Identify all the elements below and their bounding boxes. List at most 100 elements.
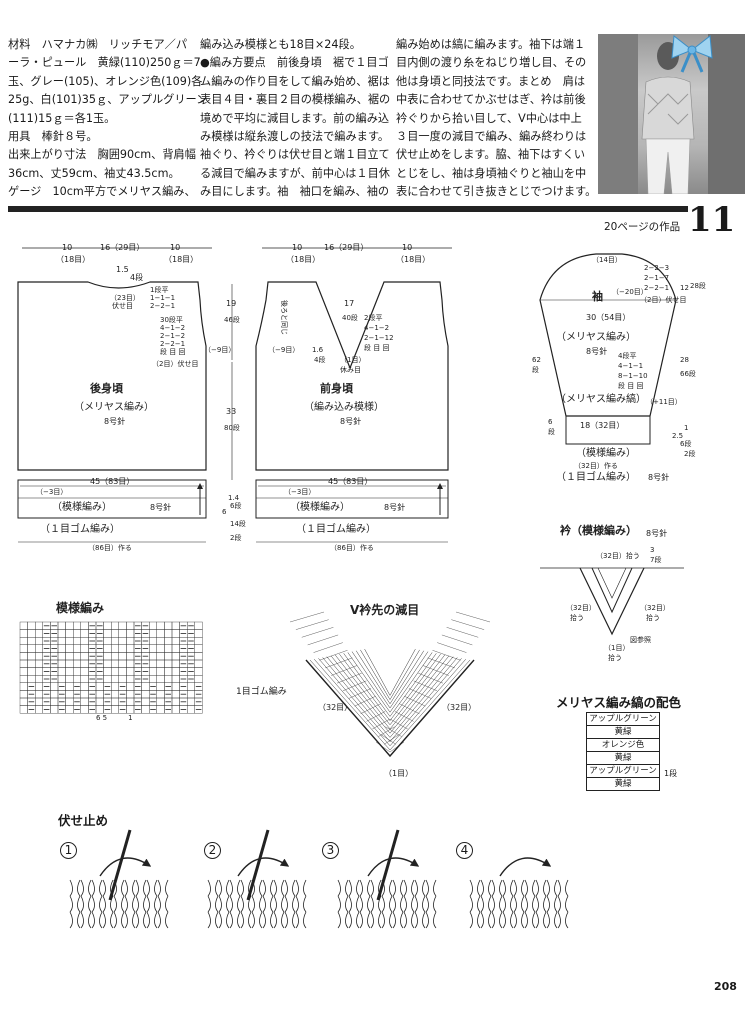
text-line: 目内側の渡り糸をねじり増し目、その	[396, 56, 587, 70]
chart-cell	[186, 705, 195, 714]
svg-text:段: 段	[548, 427, 555, 436]
svg-text:1.4: 1.4	[228, 494, 240, 502]
svg-text:（模様編み）: （模様編み）	[290, 500, 350, 513]
text-line: 表に合わせて引き抜きとじでつけます。	[396, 185, 597, 199]
chart-cell	[194, 652, 203, 661]
chart-cell	[50, 682, 59, 691]
svg-text:1: 1	[684, 424, 688, 432]
svg-text:後ろと同じ: 後ろと同じ	[280, 300, 289, 335]
chart-cell	[19, 690, 28, 699]
chart-cell	[57, 652, 66, 661]
chart-cell	[19, 675, 28, 684]
text-line: 玉、グレー(105)、オレンジ色(109)各	[8, 74, 203, 88]
chart-cell	[80, 659, 89, 668]
chart-cell	[57, 667, 66, 676]
stripe-row: 黄緑	[586, 752, 660, 765]
chart-cell	[35, 675, 44, 684]
chart-cell	[95, 697, 104, 706]
chart-cell	[110, 659, 119, 668]
svg-text:（18目）: （18目）	[286, 255, 320, 264]
chart-cell	[164, 659, 173, 668]
page-number: 208	[714, 980, 737, 993]
svg-text:8号針: 8号針	[384, 502, 405, 512]
svg-text:7段: 7段	[650, 555, 661, 564]
text-line: ゲージ 10cm平方でメリヤス編み、	[8, 185, 196, 199]
chart-cell	[110, 652, 119, 661]
chart-cell	[110, 690, 119, 699]
svg-text:（23目）: （23目）	[110, 294, 140, 302]
chart-cell	[80, 697, 89, 706]
chart-cell	[72, 644, 81, 653]
chart-cell	[110, 621, 119, 630]
svg-text:10: 10	[170, 243, 180, 252]
chart-cell	[126, 675, 135, 684]
text-line: 出来上がり寸法 胸囲90cm、背肩幅	[8, 148, 196, 162]
svg-text:28段: 28段	[690, 281, 706, 290]
chart-cell	[110, 682, 119, 691]
chart-cell	[103, 637, 112, 646]
chart-cell	[126, 690, 135, 699]
chart-cell	[19, 697, 28, 706]
svg-text:4−1−1: 4−1−1	[618, 362, 643, 370]
svg-text:（18目）: （18目）	[396, 255, 430, 264]
chart-cell	[35, 621, 44, 630]
svg-text:（−20目）: （−20目）	[612, 288, 648, 296]
text-line: とじをし、袖は身頃袖ぐりと袖山を中	[396, 166, 587, 180]
svg-text:8号針: 8号針	[646, 528, 667, 538]
front-body-diagram: 10 （18目） 16（29目） 10 （18目） 後ろと同じ 17 40段 2…	[255, 243, 452, 552]
chart-cell	[65, 629, 74, 638]
svg-text:図参照: 図参照	[630, 635, 651, 644]
svg-text:8号針: 8号針	[150, 502, 171, 512]
stripe-legend: アップルグリーン 黄緑 オレンジ色 黄緑 アップルグリーン 黄緑	[586, 712, 660, 791]
svg-text:V衿先の減目: V衿先の減目	[350, 602, 419, 617]
svg-text:30（54目）: 30（54目）	[586, 313, 630, 322]
svg-text:（メリヤス編み）: （メリヤス編み）	[74, 400, 154, 413]
chart-cell	[110, 705, 119, 714]
chart-cell	[148, 667, 157, 676]
text-line: ーラ・ピュール 黄緑(110)250ｇ＝7	[8, 56, 201, 70]
svg-text:2段平: 2段平	[364, 313, 382, 322]
chart-cell	[164, 644, 173, 653]
svg-text:（32目）作る: （32目）作る	[574, 461, 618, 470]
chart-cell	[118, 652, 127, 661]
chart-cell	[126, 644, 135, 653]
svg-text:段 目 回: 段 目 回	[160, 347, 185, 356]
chart-cell	[118, 644, 127, 653]
chart-cell	[50, 705, 59, 714]
chart-cell	[164, 675, 173, 684]
chart-cell	[72, 652, 81, 661]
svg-text:4−1−2: 4−1−2	[364, 324, 389, 332]
chart-cell	[35, 629, 44, 638]
svg-text:伏せ目: 伏せ目	[112, 301, 133, 310]
svg-text:2−2−1: 2−2−1	[160, 340, 185, 348]
svg-text:3: 3	[650, 546, 654, 554]
sleeve-diagram: （14目） 2−2−3 2−1−7 2−2−1 （2目）伏せ目 （−20目） 1…	[532, 253, 706, 483]
text-line: 25g、白(101)35ｇ、アップルグリーン	[8, 93, 208, 107]
chart-cell	[156, 659, 165, 668]
svg-text:（32目）拾う: （32目）拾う	[596, 551, 640, 560]
svg-text:6: 6	[548, 418, 553, 426]
svg-text:8号針: 8号針	[648, 472, 669, 482]
text-line: 袖ぐり、衿ぐりは伏せ目と端１目立て	[200, 148, 390, 162]
chart-cell	[57, 659, 66, 668]
chart-cell	[80, 652, 89, 661]
chart-cell	[103, 675, 112, 684]
chart-cell	[80, 621, 89, 630]
chart-cell	[50, 690, 59, 699]
chart-cell	[148, 629, 157, 638]
svg-text:33: 33	[226, 407, 236, 416]
chart-cell	[126, 667, 135, 676]
chart-cell	[186, 697, 195, 706]
svg-text:6段: 6段	[680, 439, 691, 448]
svg-text:8−1−10: 8−1−10	[618, 372, 648, 380]
chart-cell	[72, 621, 81, 630]
stripe-row: アップルグリーン	[586, 765, 660, 778]
chart-cell	[27, 621, 36, 630]
chart-cell	[126, 637, 135, 646]
svg-text:段 目 回: 段 目 回	[364, 343, 389, 352]
chart-cell	[65, 705, 74, 714]
text-line: 36cm、丈59cm、袖丈43.5cm。	[8, 166, 180, 180]
chart-cell	[126, 621, 135, 630]
svg-text:16（29目）: 16（29目）	[324, 243, 368, 252]
svg-text:10: 10	[62, 243, 72, 252]
